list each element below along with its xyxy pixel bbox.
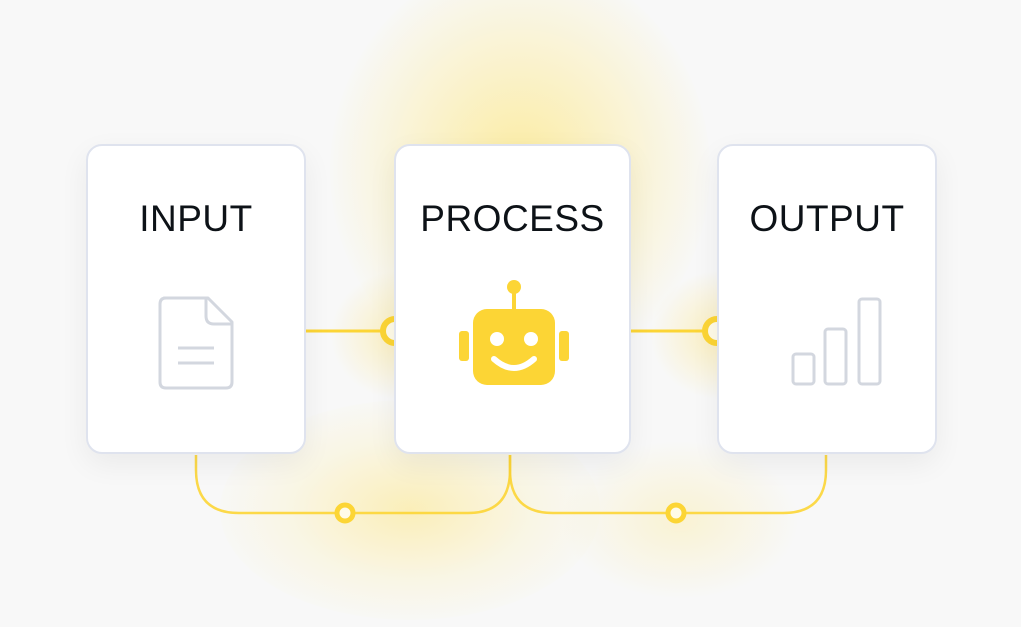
bottom-node-left[interactable] xyxy=(334,502,356,524)
input-title: INPUT xyxy=(139,198,253,239)
output-title: OUTPUT xyxy=(749,198,905,239)
edge-bottom-right xyxy=(508,455,828,515)
process-card[interactable]: PROCESS xyxy=(394,144,631,454)
robot-icon xyxy=(459,280,569,385)
process-title: PROCESS xyxy=(420,198,605,239)
bar-chart-icon xyxy=(791,297,882,386)
document-icon xyxy=(158,296,234,390)
bottom-node-right[interactable] xyxy=(665,502,687,524)
output-card[interactable]: OUTPUT xyxy=(717,144,937,454)
edge-bottom-left xyxy=(194,455,512,515)
input-card[interactable]: INPUT xyxy=(86,144,306,454)
